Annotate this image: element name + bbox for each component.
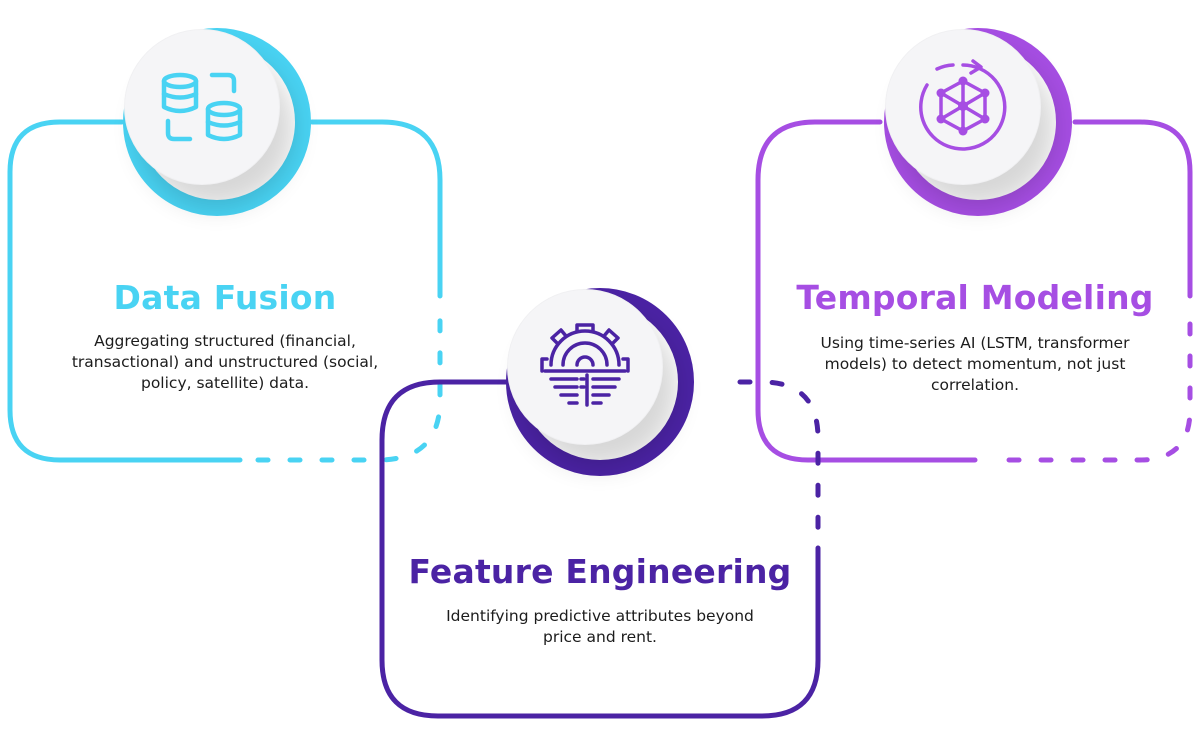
description-line: Aggregating structured (financial, <box>94 332 356 350</box>
data-fusion-icon-circle <box>124 29 280 185</box>
temporal-modeling-description: Using time-series AI (LSTM, transformer … <box>780 333 1170 396</box>
temporal-modeling-title: Temporal Modeling <box>796 278 1154 317</box>
temporal-modeling-icon-circle <box>885 29 1041 185</box>
description-line: price and rent. <box>543 628 657 646</box>
description-line: Identifying predictive attributes beyond <box>446 607 754 625</box>
description-line: transactional) and unstructured (social, <box>71 353 379 371</box>
temporal-modeling-frame <box>755 119 1193 463</box>
description-line: correlation. <box>930 376 1020 394</box>
description-line: models) to detect momentum, not just <box>824 355 1126 373</box>
feature-engineering-title: Feature Engineering <box>408 552 792 591</box>
data-fusion-title: Data Fusion <box>113 278 337 317</box>
data-fusion-frame <box>7 119 443 463</box>
description-line: policy, satellite) data. <box>140 374 310 392</box>
gear-analytics-icon <box>540 323 630 407</box>
feature-engineering-icon-circle <box>507 289 663 445</box>
feature-engineering-frame <box>379 379 821 719</box>
database-sync-icon <box>161 72 243 142</box>
feature-engineering-description: Identifying predictive attributes beyond… <box>400 606 800 648</box>
description-line: Using time-series AI (LSTM, transformer <box>820 334 1130 352</box>
temporal-modeling-dotted-connector <box>987 321 1193 463</box>
data-fusion-dotted-connector <box>255 315 443 463</box>
feature-engineering-dotted-connector <box>737 379 821 533</box>
rotating-network-icon <box>919 59 1007 151</box>
data-fusion-description: Aggregating structured (financial, trans… <box>30 331 420 394</box>
